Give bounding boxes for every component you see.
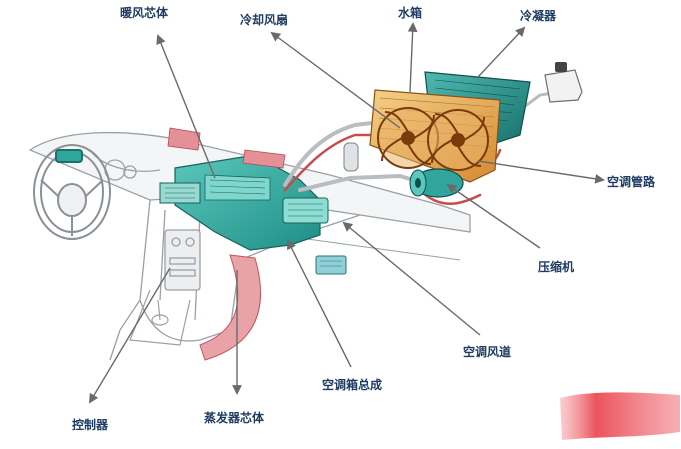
arrow-condenser	[477, 26, 526, 78]
steering-wheel	[33, 144, 111, 240]
hvac-box-assembly	[159, 127, 329, 251]
receiver-drier	[343, 142, 359, 172]
label-compressor: 压缩机	[538, 260, 575, 274]
arrow-radiator	[407, 22, 418, 93]
label-controller: 控制器	[72, 418, 109, 432]
arrow-compressor	[446, 183, 541, 249]
compressor	[409, 168, 464, 198]
label-condenser: 冷凝器	[520, 9, 557, 23]
coolant-reservoir	[544, 62, 583, 103]
arrow-ac-box-assembly	[287, 239, 352, 368]
arrow-heater-core	[156, 34, 216, 179]
arrow-controller	[88, 267, 171, 404]
center-console	[129, 289, 191, 346]
arrow-ac-pipes	[477, 160, 605, 184]
side-vent	[315, 255, 347, 275]
arrow-cooling-fan	[270, 31, 401, 129]
red-highlight-mark	[560, 392, 680, 440]
label-radiator: 水箱	[398, 6, 423, 20]
cooling-fans	[377, 107, 489, 171]
label-ac-duct: 空调风道	[463, 345, 512, 359]
arrow-ac-duct	[342, 221, 481, 336]
label-ac-pipes: 空调管路	[607, 175, 656, 189]
label-ac-box-assembly: 空调箱总成	[322, 378, 383, 392]
label-heater-core: 暖风芯体	[120, 6, 169, 20]
label-cooling-fan: 冷却风扇	[240, 13, 289, 27]
label-evaporator-core: 蒸发器芯体	[204, 411, 265, 425]
floor-duct	[199, 254, 262, 361]
